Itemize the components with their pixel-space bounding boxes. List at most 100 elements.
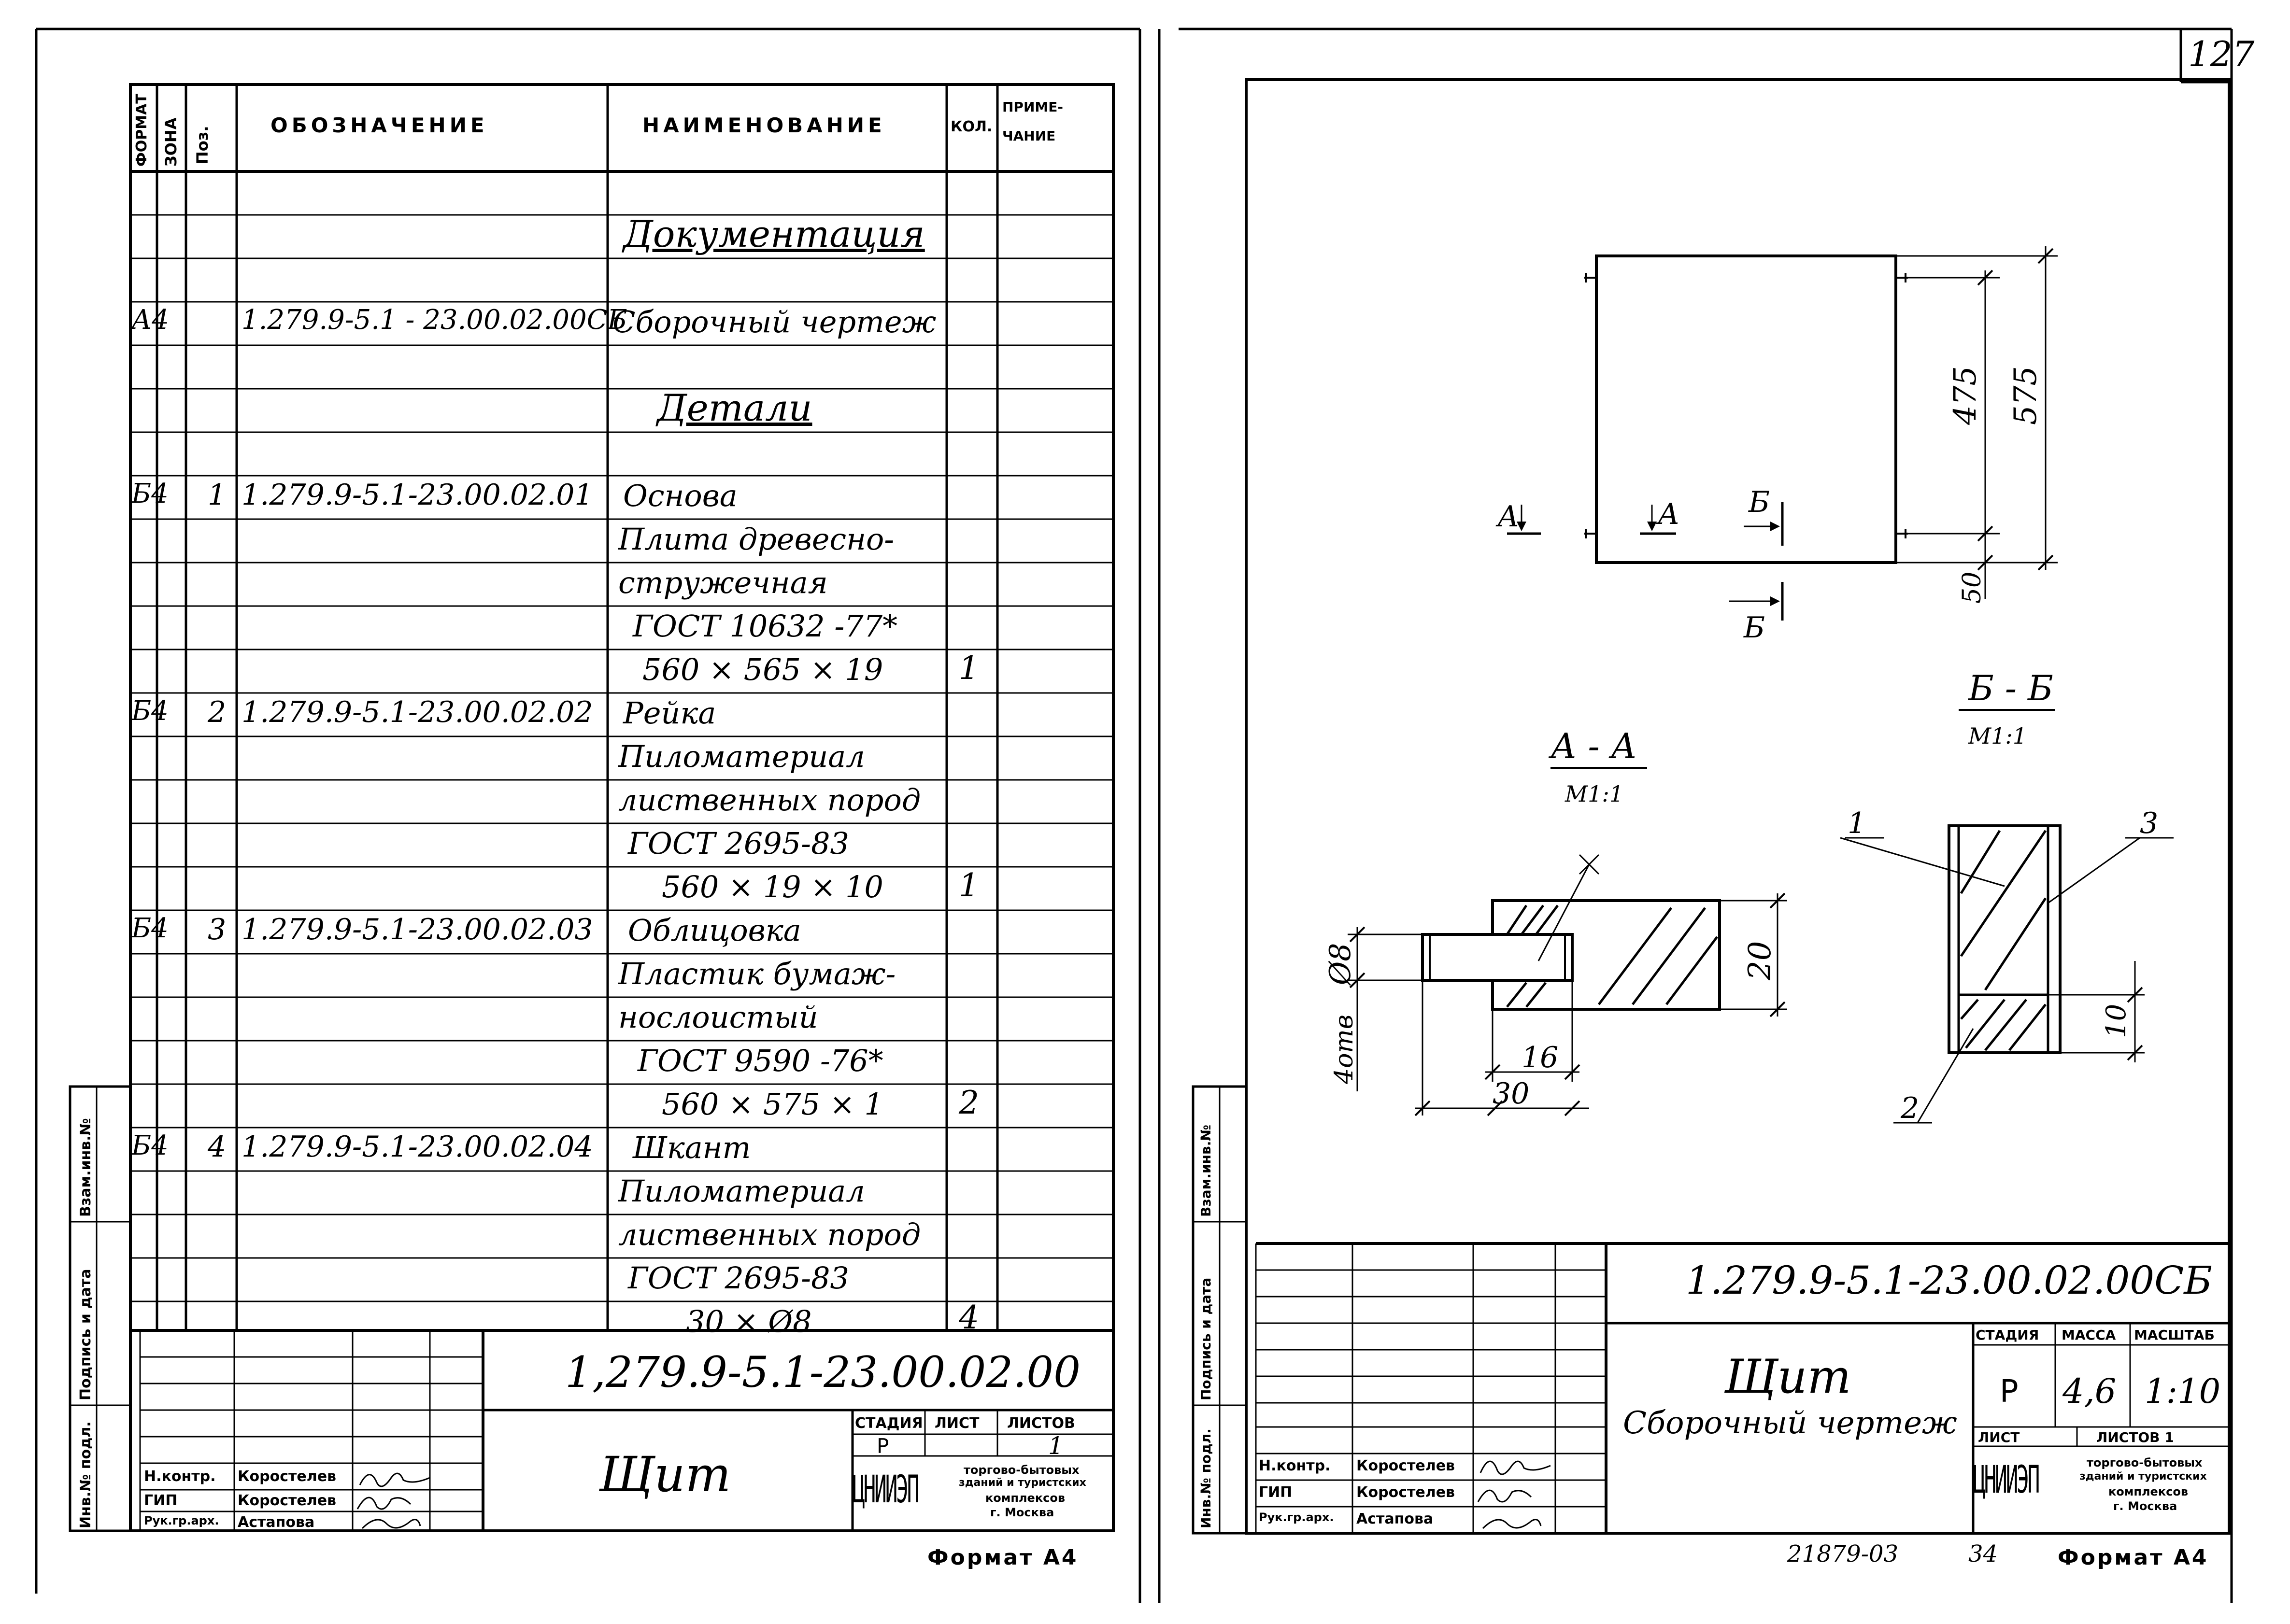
sheet-label: ЛИСТ — [935, 1415, 980, 1432]
staff-role: Н.контр. — [144, 1468, 216, 1485]
staff-role: Н.контр. — [1259, 1457, 1331, 1474]
sheet-number: 127 — [2188, 34, 2255, 74]
row-name: Шкант — [633, 1130, 751, 1165]
side-label-inv-original: Инв.№ подл. — [1198, 1428, 1214, 1528]
signatures — [356, 1472, 430, 1529]
org-logo: ЦНИИЭП — [1973, 1458, 2040, 1502]
row-name: Основа — [623, 478, 738, 513]
row-name: Плита древесно- — [618, 522, 895, 557]
title-block-title: Щит — [599, 1446, 731, 1503]
title-block-subtitle: Сборочный чертеж — [1623, 1405, 1957, 1441]
row-name: Облицовка — [628, 913, 801, 948]
callout-2: 2 — [1900, 1091, 1919, 1125]
signatures — [1477, 1460, 1551, 1529]
sheet-label: ЛИСТ — [1978, 1429, 2020, 1445]
row-qty: 1 — [959, 650, 979, 687]
callout-1: 1 — [1848, 806, 1866, 840]
section-mark-b-lower: Б — [1743, 611, 1765, 645]
dim-475: 475 — [1948, 366, 1983, 425]
section-details: Детали — [657, 386, 812, 429]
row-designation: 1.279.9-5.1-23.00.02.02 — [242, 695, 593, 729]
row-pos: 4 — [208, 1130, 227, 1164]
stage-label: СТАДИЯ — [1976, 1327, 2039, 1343]
sheets-value: 1 — [1048, 1432, 1064, 1460]
sheets-label: ЛИСТОВ — [1007, 1415, 1075, 1432]
stage-label: СТАДИЯ — [855, 1415, 923, 1432]
staff-role: Рук.гр.арх. — [144, 1514, 219, 1527]
row-name: 560 × 565 × 19 — [642, 652, 883, 687]
row-name: ГОСТ 2695-83 — [628, 826, 850, 861]
row-format: Б4 — [131, 695, 169, 727]
staff-name: Коростелев — [1356, 1457, 1455, 1474]
section-documentation: Документация — [623, 212, 925, 255]
staff-name: Коростелев — [238, 1468, 337, 1485]
org-logo: ЦНИИЭП — [853, 1468, 919, 1511]
section-mark-a: А — [1656, 497, 1679, 531]
sheet-format: Формат А4 — [2058, 1545, 2209, 1570]
row-name: 560 × 19 × 10 — [662, 869, 883, 904]
row-designation: 1.279.9-5.1-23.00.02.03 — [242, 913, 593, 946]
row-pos: 2 — [208, 695, 227, 729]
staff-role: Рук.гр.арх. — [1259, 1511, 1334, 1524]
col-header-note-2: ЧАНИЕ — [1002, 128, 1056, 144]
col-header-qty: КОЛ. — [951, 118, 993, 135]
stage-value: Р — [877, 1434, 889, 1458]
row-name: Рейка — [623, 695, 716, 731]
title-block-title: Щит — [1724, 1350, 1851, 1404]
title-block-code: 1.279.9-5.1-23.00.02.00СБ — [1686, 1258, 2213, 1303]
side-label-replace-inv: Взам.инв.№ — [1198, 1124, 1214, 1217]
inventory-number: 21879-03 — [1787, 1540, 1898, 1568]
row-designation: 1.279.9-5.1-23.00.02.01 — [242, 478, 593, 512]
org-line: комплексов — [985, 1491, 1066, 1505]
org-line: зданий и туристских — [2079, 1470, 2207, 1483]
org-line: г. Москва — [990, 1506, 1054, 1519]
org-line: торгово-бытовых — [964, 1463, 1080, 1477]
staff-name: Астапова — [1356, 1511, 1434, 1527]
row-designation: 1.279.9-5.1-23.00.02.04 — [242, 1130, 593, 1164]
stage-value: Р — [2000, 1374, 2019, 1410]
org-line: г. Москва — [2113, 1499, 2177, 1513]
page-number: 34 — [1968, 1540, 1998, 1568]
row-format: Б4 — [131, 913, 169, 944]
row-name: Сборочный чертеж — [612, 304, 937, 339]
dim-20: 20 — [1742, 941, 1778, 981]
staff-role: ГИП — [144, 1492, 178, 1509]
row-name: Пластик бумаж- — [618, 956, 896, 991]
row-name: 560 × 575 × 1 — [662, 1087, 883, 1122]
scale-value: 1:10 — [2145, 1371, 2221, 1411]
section-aa-label: А - А — [1548, 726, 1637, 766]
row-format: Б4 — [131, 1130, 169, 1161]
row-name: ГОСТ 2695-83 — [628, 1260, 850, 1296]
dim-16: 16 — [1522, 1041, 1558, 1074]
row-name: Пиломатериал — [618, 1173, 865, 1209]
staff-role: ГИП — [1259, 1484, 1293, 1501]
row-name: Пиломатериал — [618, 739, 865, 774]
row-name: стружечная — [618, 565, 828, 600]
dim-diameter-8: Ø8 — [1323, 943, 1357, 986]
row-pos: 1 — [208, 478, 227, 512]
row-format: А4 — [131, 304, 170, 336]
callout-3: 3 — [2140, 806, 2158, 840]
section-mark-b: Б — [1748, 485, 1770, 519]
row-name: ГОСТ 10632 -77* — [633, 608, 898, 644]
row-format: Б4 — [131, 478, 169, 509]
col-header-designation: ОБОЗНАЧЕНИЕ — [270, 113, 488, 137]
col-header-name: НАИМЕНОВАНИЕ — [642, 113, 886, 137]
row-name: 30 × Ø8 — [686, 1304, 812, 1339]
sheets-label: ЛИСТОВ 1 — [2096, 1429, 2174, 1445]
dim-10: 10 — [2101, 1004, 2132, 1038]
mass-label: МАССА — [2062, 1327, 2116, 1343]
row-name: лиственных пород — [618, 1217, 921, 1252]
row-qty: 4 — [959, 1299, 979, 1336]
row-name: нослоистый — [618, 1000, 818, 1035]
org-line: торгово-бытовых — [2087, 1456, 2203, 1469]
org-line: комплексов — [2108, 1485, 2189, 1498]
section-mark-a-left: А — [1495, 500, 1519, 534]
row-designation: 1.279.9-5.1 - 23.00.02.00СБ — [242, 304, 627, 336]
sheet-format: Формат А4 — [927, 1545, 1079, 1570]
title-block-code: 1,279.9-5.1-23.00.02.00 — [565, 1347, 1081, 1397]
staff-name: Коростелев — [238, 1492, 337, 1509]
